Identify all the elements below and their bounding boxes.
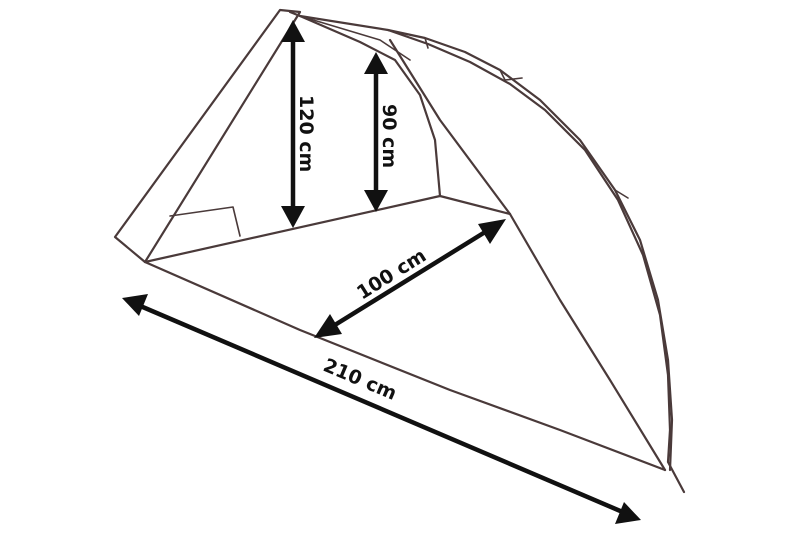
length-label: 210 cm <box>320 354 400 404</box>
floor-front-edge <box>143 194 512 264</box>
height-inner-label: 90 cm <box>378 104 400 168</box>
front-left-frame <box>113 8 302 264</box>
floor-long-edge <box>143 260 667 472</box>
back-arc <box>386 28 686 494</box>
arc-hook-2 <box>499 69 523 81</box>
arc-hook-3 <box>614 189 629 199</box>
height-outer-label: 120 cm <box>295 95 317 172</box>
rear-diagonal-edge <box>388 38 667 472</box>
dimension-height-outer: 120 cm <box>281 20 317 228</box>
dimension-depth: 100 cm <box>314 219 506 338</box>
dimension-length: 210 cm <box>122 294 641 524</box>
top-ridge-inner <box>299 15 411 61</box>
awning-curve <box>298 14 442 198</box>
tent-outline <box>113 8 686 494</box>
dimension-height-inner: 90 cm <box>364 52 400 212</box>
arc-hook-1 <box>424 37 429 49</box>
front-flap <box>169 206 241 237</box>
